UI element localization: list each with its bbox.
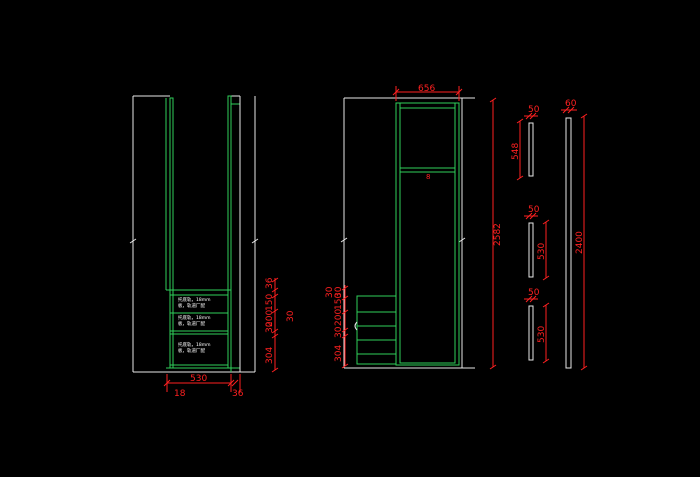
part-c-profile — [528, 305, 534, 361]
drawer-note: 托底轨，18mm — [178, 296, 211, 303]
stack-dimension: 30 — [265, 321, 275, 333]
dimension-tick — [341, 363, 349, 369]
dimension-tick — [341, 333, 349, 339]
dimension-tick — [529, 212, 537, 220]
right-dimensions: 656 2582 304 30 200 150 30 30 — [325, 84, 503, 370]
stack-dimension: 30 — [286, 310, 296, 322]
drawer-note: 板，轨道厂配 — [178, 302, 205, 309]
right-offset-dimension: 36 — [232, 389, 244, 399]
part-a-length: 548 — [511, 143, 521, 160]
right-elevation: 8 — [340, 97, 475, 369]
break-mark — [251, 238, 259, 244]
drawer-note: 板，轨道厂配 — [178, 347, 205, 354]
dimension-tick — [489, 97, 497, 103]
dimension-tick — [567, 106, 575, 114]
dimension-tick — [525, 112, 533, 120]
dimension-tick — [271, 333, 279, 339]
left-dimensions: 530 18 36 304 30 200 150 30 36 — [163, 277, 296, 399]
stack-dimension: 36 — [265, 277, 275, 289]
dimension-tick — [562, 106, 570, 114]
cabinet-inner — [399, 107, 456, 364]
dimension-tick — [542, 219, 550, 225]
stack-dimension: 200 — [265, 310, 275, 327]
part-d-length: 2400 — [575, 231, 585, 254]
drawer-note: 托底轨，18mm — [178, 314, 211, 321]
part-b-profile — [528, 222, 534, 278]
stack-dimension: 200 — [334, 309, 344, 326]
cabinet-body — [395, 102, 460, 366]
part-a-width: 50 — [528, 105, 540, 115]
part-a-profile — [528, 122, 534, 177]
dimension-tick — [271, 293, 279, 299]
part-d-width: 60 — [565, 99, 577, 109]
dimension-tick — [529, 112, 537, 120]
stack-dimension: 30 — [334, 326, 344, 338]
stack-dimension: 150 — [265, 294, 275, 311]
dimension-tick — [271, 328, 279, 334]
width-dimension: 530 — [190, 374, 207, 384]
dimension-tick — [341, 295, 349, 301]
dimension-tick — [542, 302, 550, 308]
dimension-tick — [271, 277, 279, 283]
stack-dimension: 304 — [265, 347, 275, 364]
stack-dimension: 150 — [334, 293, 344, 310]
part-c-width: 50 — [528, 288, 540, 298]
dimension-tick — [516, 118, 524, 124]
part-b-width: 50 — [528, 205, 540, 215]
part-d-profile — [565, 117, 572, 369]
left-elevation: 托底轨，18mm 板，轨道厂配 托底轨，18mm 板，轨道厂配 托底轨，18mm… — [129, 95, 259, 373]
dimension-tick — [271, 367, 279, 373]
stack-dimension: 30 — [334, 286, 344, 298]
stack-dimension: 30 — [325, 286, 335, 298]
dimension-tick — [231, 379, 239, 387]
left-offset-dimension: 18 — [174, 389, 186, 399]
part-d: 60 2400 — [561, 99, 588, 371]
dimension-tick — [341, 309, 349, 315]
drawer-note: 板，轨道厂配 — [178, 320, 205, 327]
dimension-tick — [341, 285, 349, 291]
stack-dimension: 304 — [334, 345, 344, 362]
dimension-tick — [580, 113, 588, 119]
part-c-length: 530 — [537, 326, 547, 343]
dimension-tick — [529, 295, 537, 303]
dimension-tick — [516, 175, 524, 181]
dimension-tick — [580, 365, 588, 371]
hanging-rod — [399, 167, 456, 173]
top-shelf — [399, 102, 456, 109]
dimension-tick — [489, 364, 497, 370]
part-b: 50 530 — [524, 205, 550, 281]
height-dimension: 2582 — [493, 223, 503, 246]
drawer-box — [169, 312, 229, 332]
dimension-tick — [271, 308, 279, 314]
dimension-tick — [525, 212, 533, 220]
break-mark — [129, 238, 137, 244]
dimension-tick — [525, 295, 533, 303]
break-mark — [458, 237, 466, 243]
drawer-handle — [354, 321, 358, 331]
dimension-tick — [542, 358, 550, 364]
rod-mark: 8 — [426, 173, 430, 181]
part-a: 50 548 — [511, 105, 540, 181]
break-mark — [340, 237, 348, 243]
part-c: 50 530 — [524, 288, 550, 364]
drawer-note: 托底轨，18mm — [178, 341, 211, 348]
dimension-tick — [271, 287, 279, 293]
dimension-tick — [341, 327, 349, 333]
width-dimension: 656 — [418, 84, 435, 94]
dimension-tick — [542, 275, 550, 281]
part-b-length: 530 — [537, 243, 547, 260]
drawer-box — [169, 333, 229, 366]
right-return-panel — [230, 103, 241, 369]
